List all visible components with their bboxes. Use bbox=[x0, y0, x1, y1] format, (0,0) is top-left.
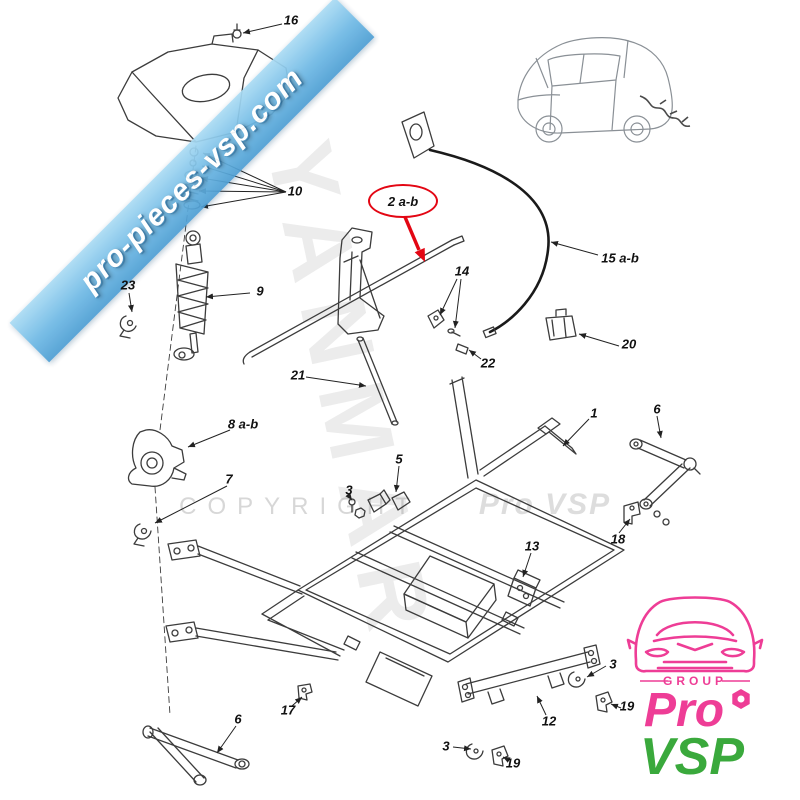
arm-6-right-part bbox=[629, 438, 701, 526]
part-label-7: 7 bbox=[225, 471, 233, 487]
vehicle-thumbnail bbox=[517, 37, 691, 143]
highlight-arrow bbox=[403, 216, 425, 262]
part-20 bbox=[545, 308, 577, 341]
part-label-19-right: 19 bbox=[619, 698, 635, 714]
part-label-3-bottom: 3 bbox=[442, 738, 450, 754]
clamp-3-right-part bbox=[567, 671, 586, 688]
logo-car-outline-icon bbox=[626, 596, 764, 673]
part-label-9: 9 bbox=[256, 283, 264, 299]
highlighted-part-label-2ab: 2 a-b bbox=[368, 184, 438, 218]
logo-pro-text: Pro bbox=[644, 684, 724, 737]
bracket-19-right-part bbox=[595, 691, 613, 713]
part-label-19-bottom: 19 bbox=[505, 755, 521, 771]
parts-3-5-center bbox=[348, 489, 411, 519]
part-label-1: 1 bbox=[590, 405, 598, 421]
part-label-18: 18 bbox=[610, 531, 626, 547]
brand-watermark: Pro VSP bbox=[478, 488, 612, 521]
clamp-23-part bbox=[119, 315, 137, 339]
part-label-14: 14 bbox=[454, 263, 470, 279]
rod-21-part bbox=[356, 336, 399, 426]
chassis-frame-part bbox=[165, 376, 625, 707]
part-label-12: 12 bbox=[541, 713, 557, 729]
part-label-10: 10 bbox=[287, 183, 303, 199]
arm-6-left-part bbox=[142, 725, 250, 786]
part-label-23: 23 bbox=[120, 277, 136, 293]
bracket-13-part bbox=[507, 569, 541, 607]
part-label-21: 21 bbox=[290, 367, 306, 383]
part-label-8ab: 8 a-b bbox=[227, 416, 259, 432]
torsion-bar-part bbox=[242, 235, 465, 365]
clamp-3-bottom-part bbox=[465, 743, 484, 760]
provsp-logo: GROUP Pro VSP bbox=[626, 596, 764, 786]
center-bracket-part bbox=[337, 227, 385, 335]
part-label-15ab: 15 a-b bbox=[601, 250, 639, 266]
bracket-19-bottom-part bbox=[491, 745, 509, 767]
clamp-7-part bbox=[133, 523, 152, 547]
clip-17-part bbox=[297, 683, 313, 701]
logo-nut-hole bbox=[737, 695, 745, 703]
part-label-22: 22 bbox=[480, 355, 496, 371]
part-label-17: 17 bbox=[280, 702, 296, 718]
logo-vsp-text: VSP bbox=[640, 728, 744, 786]
part-label-3-right: 3 bbox=[609, 656, 617, 672]
crossmember-12-part bbox=[457, 644, 601, 705]
part-label-5: 5 bbox=[395, 451, 403, 467]
part-label-3-center: 3 bbox=[345, 482, 353, 498]
cable-15-part bbox=[428, 148, 550, 339]
parts-14-22 bbox=[427, 309, 469, 355]
part-label-16: 16 bbox=[283, 12, 299, 28]
knuckle-part bbox=[127, 429, 187, 487]
part-label-6-left: 6 bbox=[234, 711, 242, 727]
part-label-20: 20 bbox=[621, 336, 637, 352]
part-label-13: 13 bbox=[524, 538, 540, 554]
shock-absorber-part bbox=[173, 230, 209, 361]
cable-bracket-part bbox=[401, 111, 435, 159]
highlighted-part-label-text: 2 a-b bbox=[387, 193, 419, 209]
logo-group-label: GROUP bbox=[663, 674, 727, 688]
part-label-6-top: 6 bbox=[653, 401, 661, 417]
bracket-18-part bbox=[623, 501, 641, 525]
